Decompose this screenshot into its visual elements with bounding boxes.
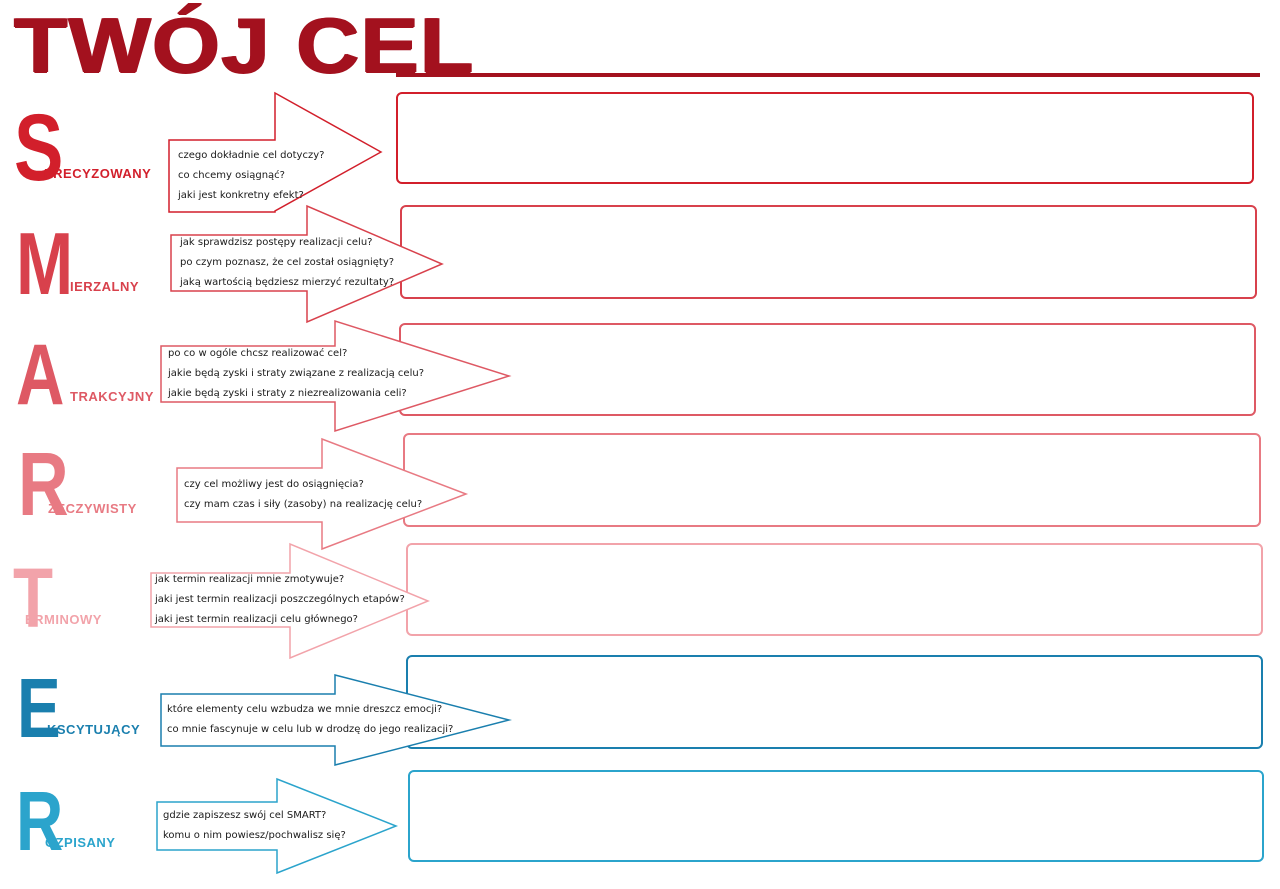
smart-row-a: A TRAKCYJNY po co w ogóle chcsz realizować… bbox=[0, 319, 1280, 433]
question-list: gdzie zapiszesz swój cel SMART? komu o ni… bbox=[163, 806, 346, 846]
goal-writing-line[interactable] bbox=[396, 73, 1260, 77]
arrow-outline bbox=[160, 674, 512, 766]
arrow-shape bbox=[176, 437, 469, 551]
question-item: jaki jest konkretny efekt? bbox=[178, 190, 304, 201]
question-item: czego dokładnie cel dotyczy? bbox=[178, 150, 325, 161]
smart-letter: S bbox=[14, 94, 64, 201]
question-item: jakie będą zyski i straty z niezrealizow… bbox=[168, 388, 407, 399]
arrow-shape bbox=[160, 319, 512, 433]
smart-letter: M bbox=[16, 214, 74, 313]
question-item: po co w ogóle chcsz realizować cel? bbox=[168, 348, 348, 359]
smart-word: IERZALNY bbox=[70, 279, 139, 294]
question-item: jaki jest termin realizacji celu główneg… bbox=[155, 614, 358, 625]
question-list: które elementy celu wzbudza we mnie dres… bbox=[167, 700, 453, 740]
question-list: po co w ogóle chcsz realizować cel? jakie… bbox=[168, 344, 424, 404]
smart-letter: R bbox=[18, 434, 69, 535]
smart-letter: E bbox=[17, 661, 61, 755]
smart-letter: R bbox=[16, 774, 64, 868]
question-list: czego dokładnie cel dotyczy? co chcemy os… bbox=[178, 146, 324, 206]
answer-box-m[interactable] bbox=[400, 205, 1257, 299]
answer-box-s[interactable] bbox=[396, 92, 1254, 184]
arrow-outline bbox=[150, 542, 430, 660]
smart-word: ZECZYWISTY bbox=[48, 501, 137, 516]
answer-box-e[interactable] bbox=[406, 655, 1263, 749]
answer-box-a[interactable] bbox=[399, 323, 1256, 416]
question-item: jaką wartością będziesz mierzyć rezultat… bbox=[180, 277, 395, 288]
smart-word: KSCYTUJĄCY bbox=[47, 722, 141, 737]
smart-word: OZPISANY bbox=[45, 835, 116, 850]
question-item: jaki jest termin realizacji poszczególny… bbox=[155, 594, 405, 605]
smart-word: PRECYZOWANY bbox=[44, 166, 152, 181]
answer-box-t[interactable] bbox=[406, 543, 1263, 636]
question-list: czy cel możliwy jest do osiągnięcia? czy … bbox=[184, 475, 422, 515]
question-item: co chcemy osiągnąć? bbox=[178, 170, 285, 181]
question-item: które elementy celu wzbudza we mnie dres… bbox=[167, 704, 443, 715]
question-list: jak termin realizacji mnie zmotywuje? jak… bbox=[155, 570, 405, 630]
question-item: jak sprawdzisz postępy realizacji celu? bbox=[180, 237, 373, 248]
question-item: jakie będą zyski i straty związane z rea… bbox=[168, 368, 425, 379]
answer-box-r1[interactable] bbox=[403, 433, 1261, 527]
arrow-outline bbox=[160, 319, 512, 433]
question-item: komu o nim powiesz/pochwalisz się? bbox=[163, 830, 346, 841]
arrow-shape bbox=[160, 674, 512, 766]
smart-letter: T bbox=[13, 551, 54, 645]
smart-word: TRAKCYJNY bbox=[70, 389, 154, 404]
arrow-outline bbox=[156, 777, 399, 875]
arrow-outline bbox=[176, 437, 469, 551]
smart-letter: A bbox=[16, 326, 65, 423]
arrow-shape bbox=[156, 777, 399, 875]
answer-box-r2[interactable] bbox=[408, 770, 1264, 862]
question-list: jak sprawdzisz postępy realizacji celu? p… bbox=[180, 233, 394, 293]
page-title: TWÓJ CEL bbox=[14, 1, 475, 89]
arrow-shape bbox=[170, 204, 444, 324]
question-item: jak termin realizacji mnie zmotywuje? bbox=[155, 574, 345, 585]
arrow-shape bbox=[150, 542, 430, 660]
arrow-outline bbox=[170, 204, 444, 324]
question-item: gdzie zapiszesz swój cel SMART? bbox=[163, 810, 327, 821]
smart-word: ERMINOWY bbox=[25, 612, 102, 627]
arrow-outline bbox=[168, 91, 383, 213]
question-item: po czym poznasz, że cel został osiągnięt… bbox=[180, 257, 395, 268]
arrow-shape bbox=[168, 91, 383, 213]
question-item: czy cel możliwy jest do osiągnięcia? bbox=[184, 479, 364, 490]
question-item: co mnie fascynuje w celu lub w drodzę do… bbox=[167, 724, 454, 735]
question-item: czy mam czas i siły (zasoby) na realizac… bbox=[184, 499, 423, 510]
